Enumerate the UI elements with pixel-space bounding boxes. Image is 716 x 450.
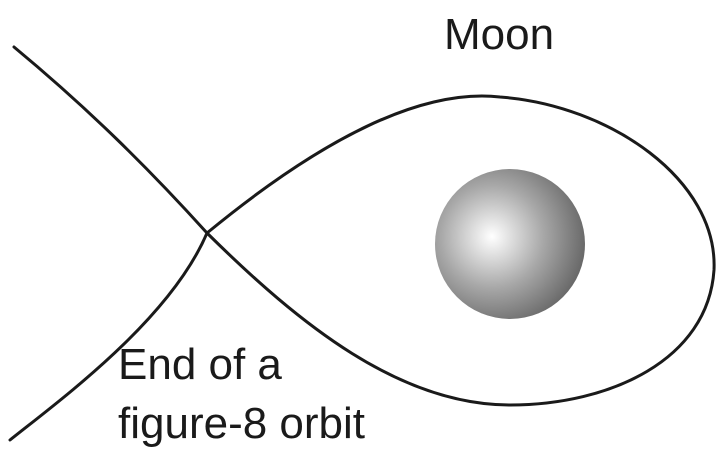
orbit-path	[8, 45, 716, 442]
orbit-label-line2: figure-8 orbit	[118, 399, 365, 448]
orbit-label-line1: End of a	[118, 340, 282, 389]
moon-sphere	[435, 169, 585, 319]
moon-label: Moon	[444, 10, 554, 59]
